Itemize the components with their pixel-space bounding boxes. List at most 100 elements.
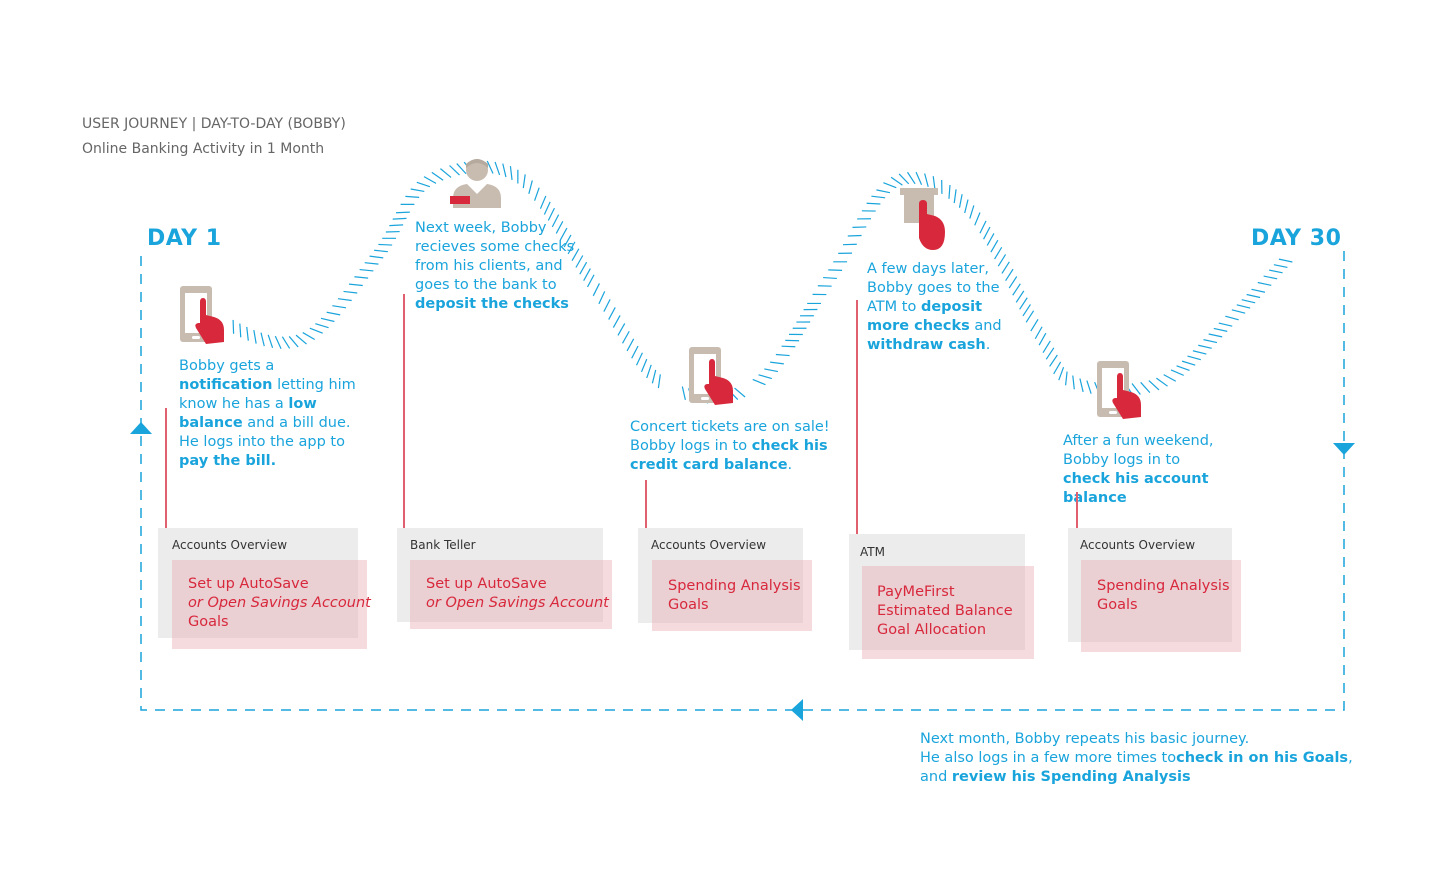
wave-hatch — [1086, 380, 1092, 394]
story-segment: Next week, Bobby recieves some checks fr… — [415, 220, 575, 293]
wave-hatch — [979, 220, 987, 234]
wave-hatch — [405, 195, 420, 198]
wave-hatch — [1058, 367, 1065, 381]
step-3-card-label: Accounts Overview — [651, 538, 767, 552]
wave-hatch-group — [232, 160, 1293, 404]
wave-hatch — [534, 187, 540, 201]
story-segment: notification — [179, 377, 273, 393]
wave-hatch — [883, 182, 897, 189]
wave-hatch — [369, 255, 384, 259]
wave-hatch — [592, 283, 600, 297]
wave-hatch — [567, 241, 576, 255]
note-segment: check in on his Goals — [1176, 750, 1349, 766]
wave-hatch — [555, 221, 564, 234]
wave-hatch — [994, 246, 1003, 260]
wave-hatch — [871, 195, 886, 199]
wave-hatch — [603, 299, 611, 312]
wave-hatch — [543, 201, 551, 215]
wave-hatch — [990, 239, 999, 253]
wave-hatch — [1268, 269, 1283, 274]
wave-hatch — [583, 268, 591, 281]
wave-hatch — [1019, 297, 1028, 310]
bank-teller-icon — [450, 159, 501, 208]
wave-hatch — [1203, 339, 1218, 344]
wave-hatch — [924, 173, 929, 187]
story-segment: pay the bill. — [179, 453, 277, 469]
wave-hatch — [1038, 332, 1047, 346]
story-segment: check his credit card balance — [630, 438, 828, 473]
wave-hatch — [551, 214, 560, 228]
wave-hatch — [907, 171, 916, 185]
wave-hatch — [559, 227, 568, 241]
card-feature-line: Goals — [1097, 597, 1138, 613]
wave-hatch — [1022, 304, 1031, 317]
wave-hatch — [1192, 350, 1207, 355]
phone-tap-icon — [180, 286, 224, 344]
step-4-card-label: ATM — [860, 545, 885, 559]
wave-hatch — [1072, 375, 1075, 390]
wave-hatch — [359, 268, 374, 272]
card-feature-line: PayMeFirst — [877, 584, 955, 600]
step-1-card-background — [158, 528, 358, 638]
step-3-card-background — [638, 528, 803, 623]
card-feature-line: Goals — [668, 597, 709, 613]
wave-hatch — [958, 194, 963, 208]
wave-hatch — [964, 199, 969, 214]
story-segment: Bobby gets a — [179, 358, 275, 374]
wave-hatch — [509, 166, 513, 180]
wave-hatch — [456, 163, 467, 175]
wave-hatch — [969, 205, 975, 219]
wave-hatch — [440, 168, 452, 178]
wave-hatch — [953, 189, 957, 204]
wave-hatch — [640, 358, 648, 373]
wave-hatch — [1065, 371, 1068, 386]
phone-tap-icon — [1097, 361, 1141, 419]
card-feature-line: Set up AutoSave — [188, 576, 309, 592]
wave-hatch — [260, 332, 265, 347]
wave-hatch — [734, 387, 746, 398]
wave-hatch — [1042, 340, 1051, 354]
wave-hatch — [890, 176, 903, 186]
wave-hatch — [378, 243, 393, 246]
wave-hatch — [539, 195, 547, 209]
wave-hatch — [1156, 377, 1168, 387]
wave-hatch — [974, 212, 981, 226]
wave-hatch — [986, 233, 995, 246]
note-segment: He also logs in a few more times to — [920, 750, 1177, 766]
card-feature-line: Goals — [188, 614, 229, 630]
wave-hatch — [635, 352, 643, 366]
wave-hatch — [752, 378, 766, 386]
wave-hatch — [621, 330, 630, 344]
wave-hatch — [770, 361, 784, 365]
atm-icon — [900, 188, 945, 250]
story-segment: and — [969, 318, 1002, 334]
wave-hatch — [608, 307, 616, 320]
wave-hatch — [866, 202, 881, 205]
wave-hatch — [1176, 365, 1190, 372]
wave-hatch — [1187, 355, 1201, 361]
note-segment: Next month, Bobby repeats his basic jour… — [920, 731, 1250, 747]
wave-hatch — [309, 327, 323, 334]
step-4-card-highlight — [862, 566, 1034, 659]
wave-hatch — [1236, 304, 1251, 309]
wave-hatch — [332, 305, 347, 309]
wave-hatch — [575, 255, 584, 268]
wave-hatch — [1170, 369, 1184, 376]
wave-hatch — [431, 171, 444, 181]
wave-hatch — [823, 276, 837, 280]
wave-hatch — [1005, 268, 1014, 282]
wave-hatch — [997, 254, 1007, 267]
card-feature-line: Spending Analysis — [1097, 578, 1230, 594]
wave-hatch — [326, 311, 341, 316]
wave-hatch — [1079, 378, 1084, 393]
wave-hatch — [1218, 322, 1233, 327]
step-5-icon — [1093, 357, 1149, 427]
step-5-story: After a fun weekend, Bobby logs in to ch… — [1063, 432, 1228, 508]
card-feature-line: Spending Analysis — [668, 578, 801, 594]
step-4-connector — [856, 300, 858, 543]
wave-hatch — [343, 290, 358, 294]
